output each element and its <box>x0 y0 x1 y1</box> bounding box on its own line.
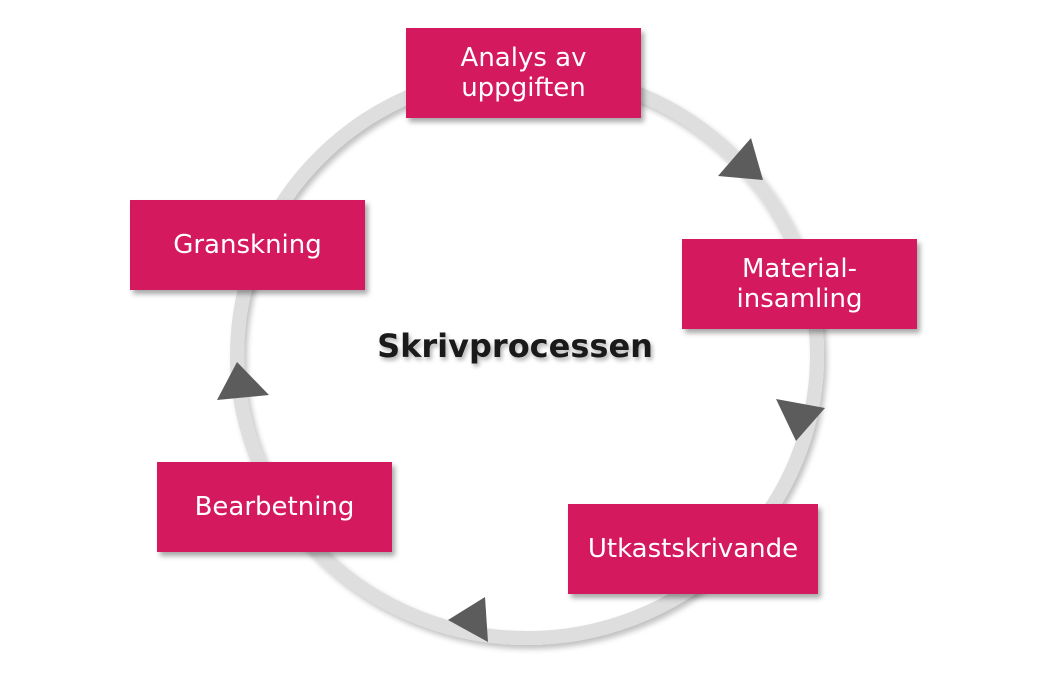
step-analys-av-uppgiften: Analys av uppgiften <box>406 28 641 118</box>
arrow-to-utkastskrivande-icon <box>776 399 825 441</box>
arrow-to-granskning-icon <box>217 362 269 400</box>
step-utkastskrivande: Utkastskrivande <box>568 504 818 594</box>
step-label: Utkastskrivande <box>587 534 799 564</box>
step-materialinsamling: Material- insamling <box>682 239 917 329</box>
step-label: Analys av uppgiften <box>460 43 587 103</box>
step-label: Bearbetning <box>194 492 355 522</box>
arrow-to-materialinsamling-icon <box>718 138 763 180</box>
step-bearbetning: Bearbetning <box>157 462 392 552</box>
arrow-to-bearbetning-icon <box>448 597 488 642</box>
step-label: Granskning <box>173 230 322 260</box>
step-granskning: Granskning <box>130 200 365 290</box>
step-label: Material- insamling <box>736 254 863 314</box>
diagram-title: Skrivprocessen <box>377 327 653 365</box>
